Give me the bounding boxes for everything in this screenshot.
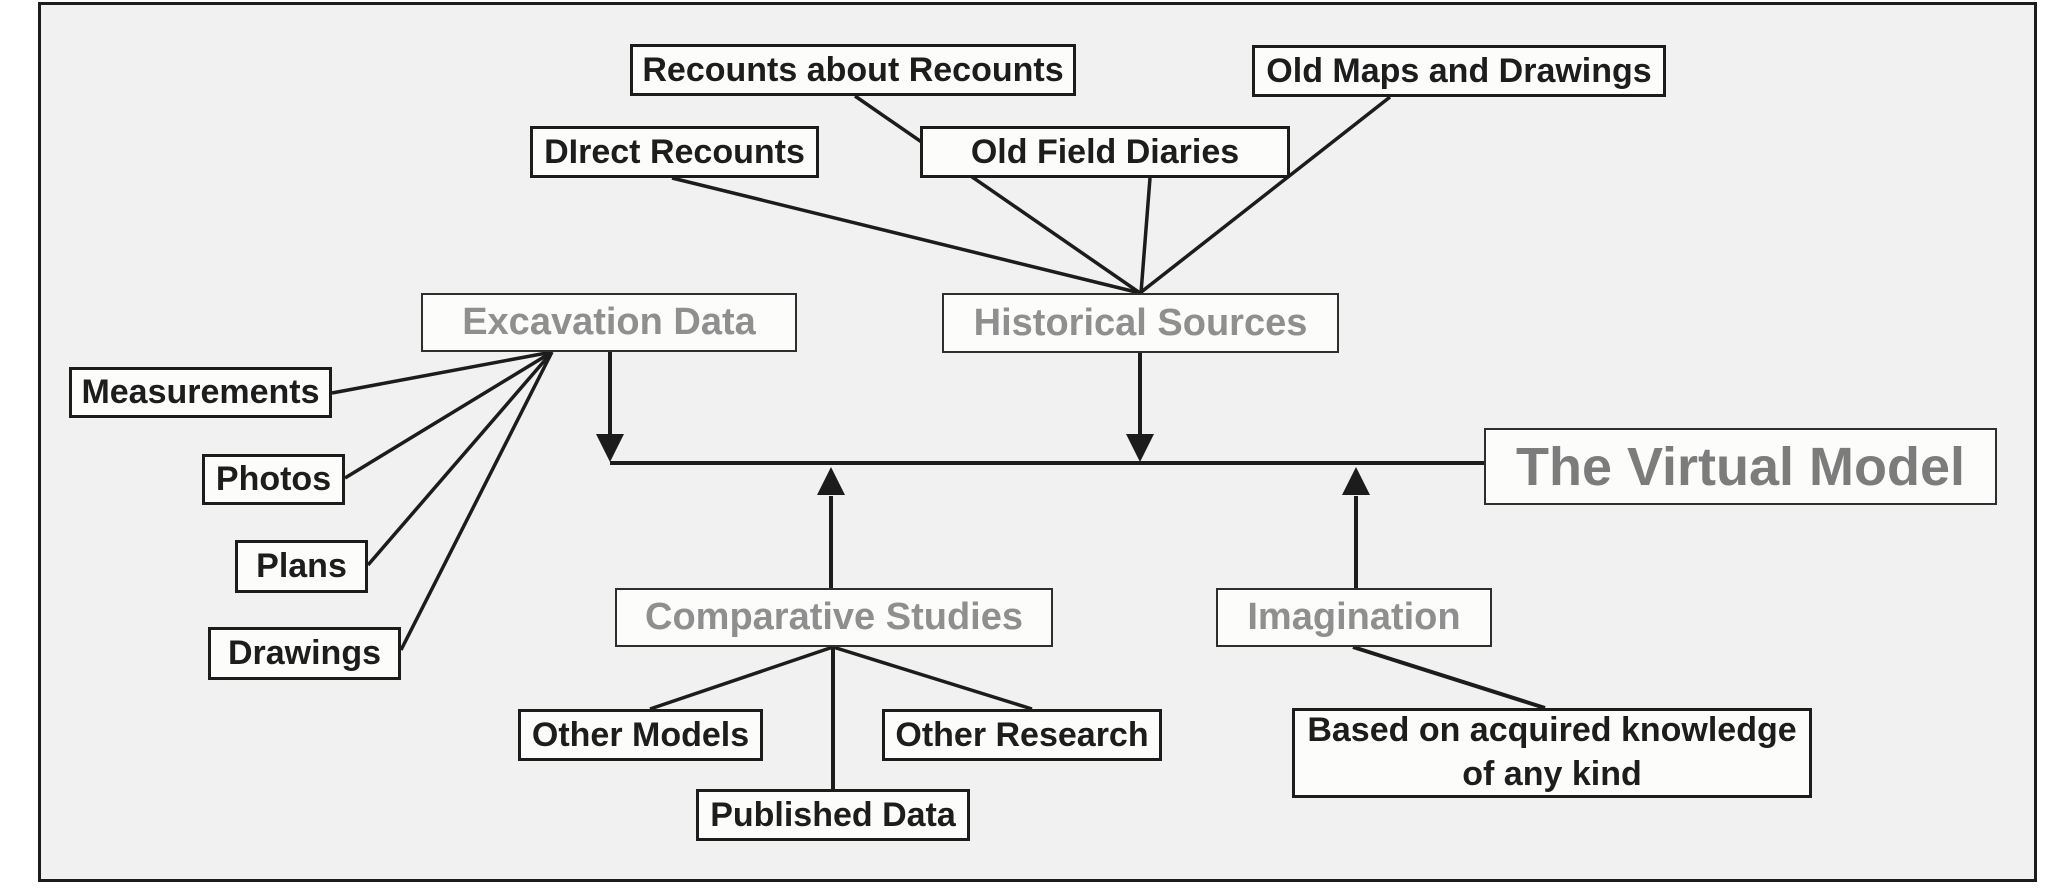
node-measurements: Measurements	[69, 367, 332, 418]
node-direct-recounts: DIrect Recounts	[530, 126, 819, 178]
arrowhead-down-excavation	[596, 434, 624, 462]
node-plans: Plans	[235, 540, 368, 593]
node-old-field-diaries: Old Field Diaries	[920, 126, 1290, 178]
edge-diaries-to-historical	[1139, 177, 1152, 294]
node-comparative-studies: Comparative Studies	[615, 588, 1053, 647]
edge-oldmaps-to-historical	[1138, 95, 1392, 295]
edge-excavation-to-photos	[344, 350, 553, 480]
node-imagination: Imagination	[1216, 588, 1492, 647]
node-excavation-data: Excavation Data	[421, 293, 797, 352]
edge-excavation-to-plans	[366, 350, 554, 567]
node-the-virtual-model: The Virtual Model	[1484, 428, 1997, 505]
arrowhead-up-comparative	[817, 467, 845, 495]
node-published-data: Published Data	[696, 789, 970, 841]
node-photos: Photos	[202, 454, 345, 505]
node-recounts-about-recounts: Recounts about Recounts	[630, 44, 1076, 96]
node-other-models: Other Models	[518, 709, 763, 761]
node-historical-sources: Historical Sources	[942, 293, 1339, 353]
edge-excavation-to-measurements	[331, 350, 553, 395]
node-drawings: Drawings	[208, 627, 401, 680]
edge-recounts-to-historical	[854, 94, 1141, 295]
edge-comparative-to-other-research	[832, 645, 1033, 711]
node-other-research: Other Research	[882, 709, 1162, 761]
arrowhead-up-imagination	[1342, 467, 1370, 495]
node-old-maps-and-drawings: Old Maps and Drawings	[1252, 45, 1666, 97]
node-based-on-acquired-knowledge: Based on acquired knowledge of any kind	[1292, 708, 1812, 798]
edge-excavation-to-drawings	[399, 351, 554, 651]
edge-direct-to-historical	[671, 176, 1141, 295]
edge-imagination-to-knowledge	[1352, 645, 1546, 710]
edge-comparative-to-other-models	[649, 645, 834, 711]
arrowhead-down-historical	[1126, 434, 1154, 462]
